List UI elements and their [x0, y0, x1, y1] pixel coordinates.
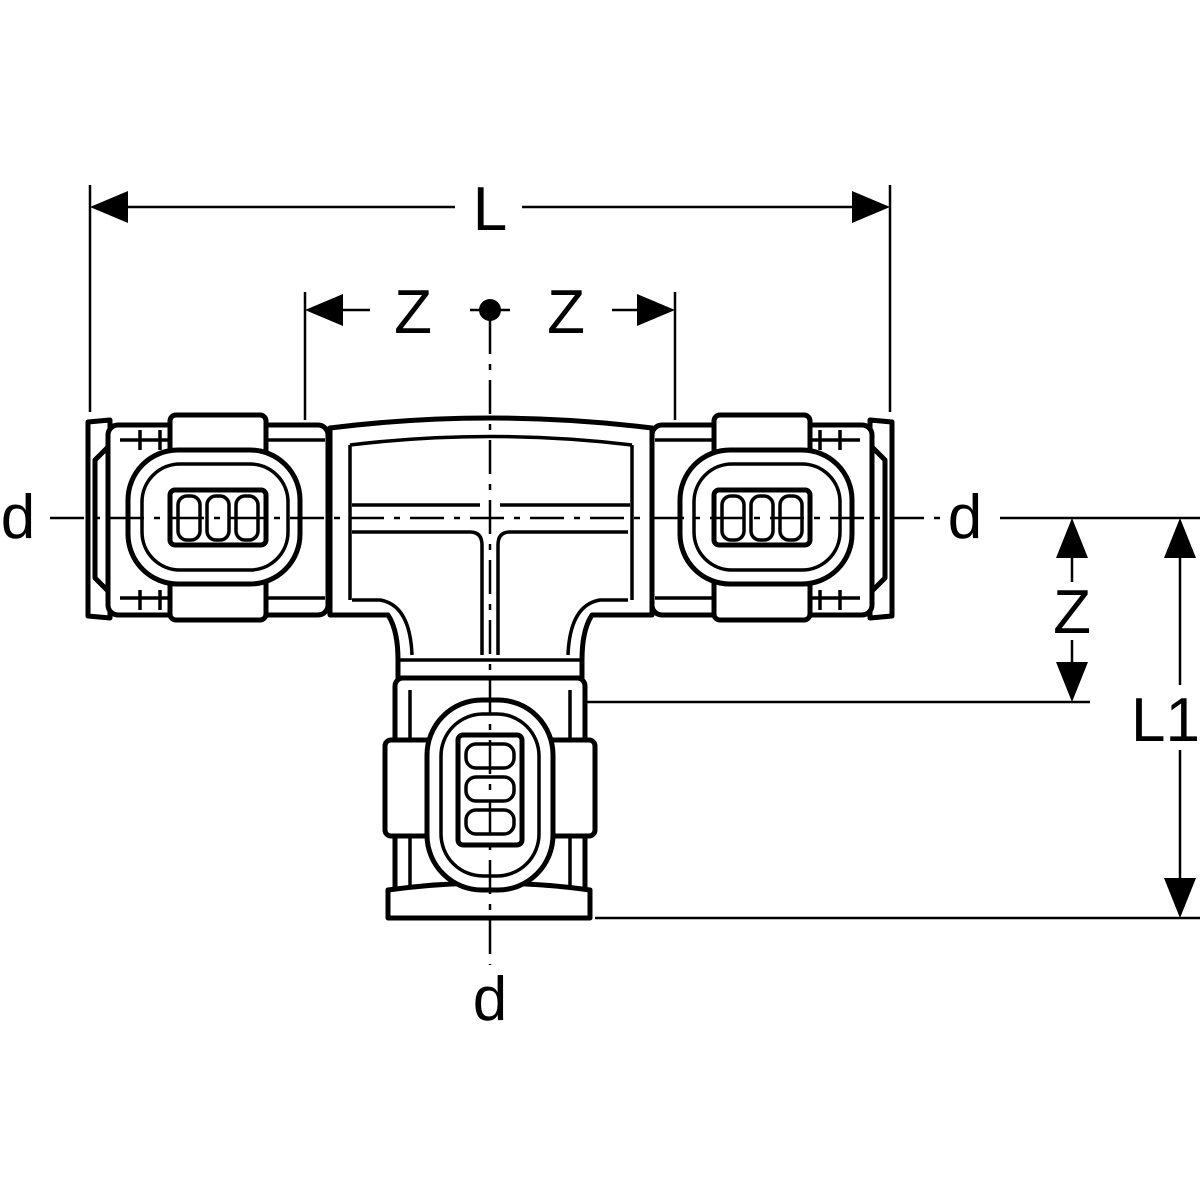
arrow-bottom-l1 — [1164, 878, 1196, 918]
arrow-bottom-z-branch — [1056, 662, 1088, 702]
label-l1: L1 — [1131, 686, 1200, 755]
arrow-top-z-branch — [1056, 518, 1088, 558]
arrow-left-z — [305, 294, 343, 326]
dimension-z-top: Z Z — [303, 278, 677, 420]
arrow-top-l1 — [1164, 518, 1196, 558]
arrow-right-l — [852, 191, 890, 223]
arrow-right-z — [637, 294, 675, 326]
label-z-branch: Z — [1053, 578, 1091, 647]
dimension-branch: Z L1 — [585, 516, 1200, 920]
label-l: L — [473, 175, 507, 244]
arrow-left-l — [90, 191, 128, 223]
label-z-left: Z — [394, 278, 432, 347]
center-point — [479, 299, 501, 321]
label-d-left: d — [1, 483, 35, 552]
right-connector — [649, 412, 895, 623]
label-d-bottom: d — [473, 965, 507, 1034]
label-d-right: d — [948, 483, 982, 552]
center-lines — [50, 320, 940, 965]
dimension-l: L — [88, 175, 892, 412]
label-z-right: Z — [547, 278, 585, 347]
